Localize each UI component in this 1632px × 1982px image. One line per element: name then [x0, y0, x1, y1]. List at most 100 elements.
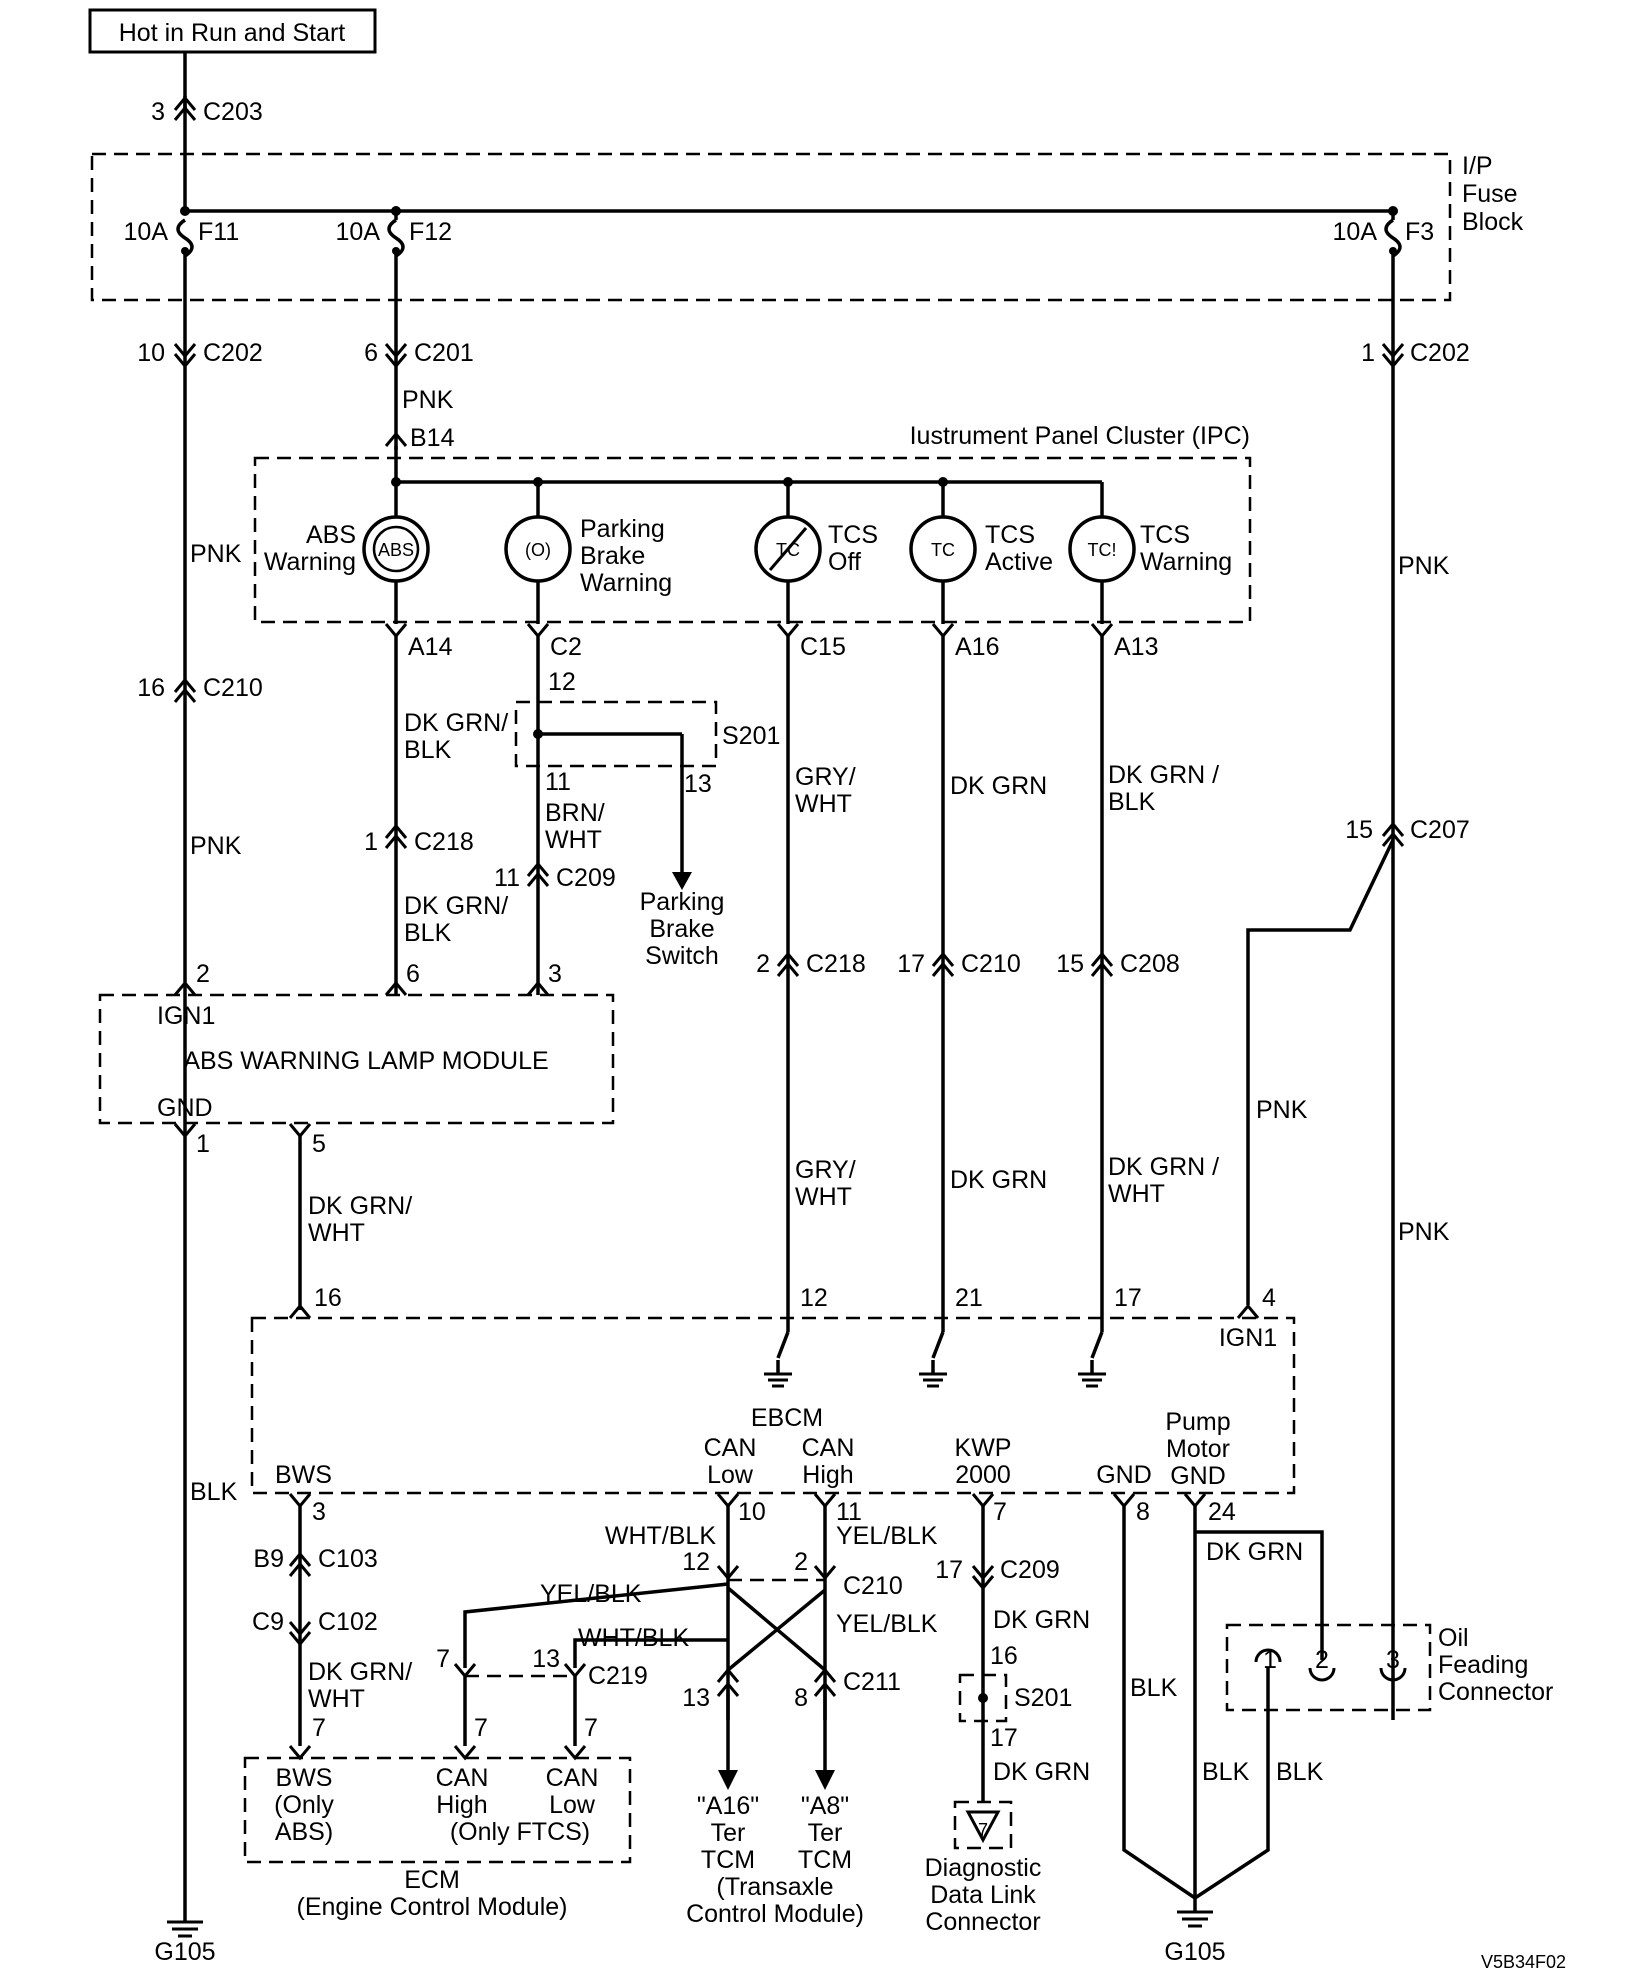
- abs-icon: ABS: [378, 540, 414, 560]
- pin-number: 24: [1208, 1498, 1236, 1526]
- pin-number: 21: [955, 1284, 983, 1312]
- power-source-label: Hot in Run and Start: [119, 19, 346, 47]
- fuse-block-label-3: Block: [1462, 208, 1524, 236]
- connector-name: C210: [961, 950, 1021, 978]
- pin-number: 7: [312, 1714, 326, 1742]
- wire: [1122, 1506, 1196, 1900]
- splice-label: S201: [1014, 1684, 1072, 1712]
- dlc-outline: [953, 1800, 1013, 1850]
- connector-symbol: [384, 343, 408, 359]
- ecm-caption: (Engine Control Module): [297, 1893, 568, 1921]
- connector-name: C207: [1410, 816, 1470, 844]
- pin-number: 8: [794, 1684, 808, 1712]
- wire-color-label: PNK: [190, 540, 242, 568]
- connector-symbol: [288, 1493, 312, 1509]
- dlc-label: Connector: [925, 1908, 1040, 1936]
- ebcm-outline: [250, 1316, 1296, 1495]
- connector-pin: 6: [364, 339, 378, 367]
- fuse-id: F12: [409, 218, 452, 246]
- connector-name: C2: [550, 633, 582, 661]
- fuse-block-outline: [90, 152, 1452, 302]
- connector-pin: 10: [137, 339, 165, 367]
- ebcm-can-low-label: Low: [707, 1461, 754, 1489]
- ground-symbol: [167, 1920, 203, 1938]
- fuse-rating: 10A: [336, 218, 381, 246]
- arrow-down-icon: [718, 1770, 738, 1790]
- lamp-label: Warning: [580, 569, 672, 597]
- connector-pin: 16: [137, 674, 165, 702]
- wire: [1195, 1530, 1324, 1660]
- wire-color-label: BLK: [1108, 788, 1156, 816]
- ground-switch: [919, 1331, 947, 1388]
- connector-symbol: [776, 623, 800, 639]
- lamp-label: ABS: [306, 521, 356, 549]
- wire-color-label: DK GRN /: [1108, 761, 1219, 789]
- connector-symbol: [971, 1493, 995, 1509]
- connector-pin: 11: [494, 864, 520, 892]
- oil-connector-label: Oil: [1438, 1624, 1469, 1652]
- connector-name: C211: [843, 1668, 901, 1696]
- wire-color-label: PNK: [1398, 552, 1450, 580]
- connector-pin: 3: [151, 98, 165, 126]
- wire-color-label: BLK: [1276, 1758, 1324, 1786]
- ground-switch: [1078, 1331, 1106, 1388]
- dlc-label: Data Link: [930, 1881, 1036, 1909]
- ecm-only-ftcs-label: (Only FTCS): [450, 1818, 590, 1846]
- tcs-off-lamp: TC: [754, 482, 822, 624]
- tcm-caption: Control Module): [686, 1900, 864, 1928]
- connector-name: A13: [1114, 633, 1158, 661]
- fuse-block-label-1: I/P: [1462, 152, 1493, 180]
- fuse-symbol: [387, 218, 405, 258]
- connector-name: C201: [414, 339, 474, 367]
- ebcm-pump-label: Motor: [1166, 1435, 1230, 1463]
- connector-symbol: [776, 961, 800, 977]
- connector-pin: 15: [1345, 816, 1373, 844]
- oil-connector-label: Feading: [1438, 1651, 1528, 1679]
- ebcm-ign-label: IGN1: [1219, 1324, 1277, 1352]
- connector-symbol: [173, 105, 197, 121]
- connector-name: C203: [203, 98, 263, 126]
- connector-symbol: [1381, 353, 1405, 369]
- connector-cavity-icon: [1308, 1667, 1336, 1682]
- connector-name: C202: [203, 339, 263, 367]
- connector-symbol: [1090, 623, 1114, 639]
- wire-color-label: BLK: [1202, 1758, 1250, 1786]
- wire-color-label: WHT: [545, 826, 602, 854]
- lamp-label: Warning: [1140, 548, 1232, 576]
- pin-number: 16: [314, 1284, 342, 1312]
- connector-symbol: [453, 1745, 477, 1761]
- wire-color-label: DK GRN/: [308, 1658, 412, 1686]
- connector-name: C202: [1410, 339, 1470, 367]
- pin-number: 17: [990, 1724, 1018, 1752]
- parking-brake-switch-label: Switch: [645, 942, 719, 970]
- connector-name: B14: [410, 424, 455, 452]
- tcs-active-lamp: TC: [909, 482, 977, 624]
- connector-symbol: [563, 1745, 587, 1761]
- pin-number: 12: [800, 1284, 828, 1312]
- fuse-symbol: [1384, 218, 1402, 258]
- connector-name: C218: [806, 950, 866, 978]
- connector-symbol: [813, 1493, 837, 1509]
- splice-s201-outline: [514, 700, 718, 768]
- wire-color-label: PNK: [1398, 1218, 1450, 1246]
- connector-symbol: [173, 95, 197, 111]
- fuse-symbol: [176, 218, 194, 258]
- pin-number: 1: [1263, 1646, 1277, 1674]
- connector-name: C210: [203, 674, 263, 702]
- ecm-can-low-label: CAN: [546, 1764, 599, 1792]
- connector-symbol: [288, 1631, 312, 1647]
- pin-number: 7: [978, 1820, 988, 1840]
- pin-number: 3: [548, 960, 562, 988]
- connector-pin: B9: [253, 1545, 284, 1573]
- connector-name: C102: [318, 1608, 378, 1636]
- wire-color-label: DK GRN: [993, 1606, 1090, 1634]
- wire-color-label: BLK: [404, 736, 452, 764]
- connector-symbol: [971, 1575, 995, 1591]
- ebcm-can-low-label: CAN: [704, 1434, 757, 1462]
- ebcm-pump-label: Pump: [1165, 1408, 1230, 1436]
- abs-warning-lamp: ABS: [362, 482, 430, 624]
- parking-brake-warning-lamp: (O): [504, 482, 572, 624]
- fuse-id: F11: [198, 218, 239, 246]
- connector-name: C210: [843, 1572, 903, 1600]
